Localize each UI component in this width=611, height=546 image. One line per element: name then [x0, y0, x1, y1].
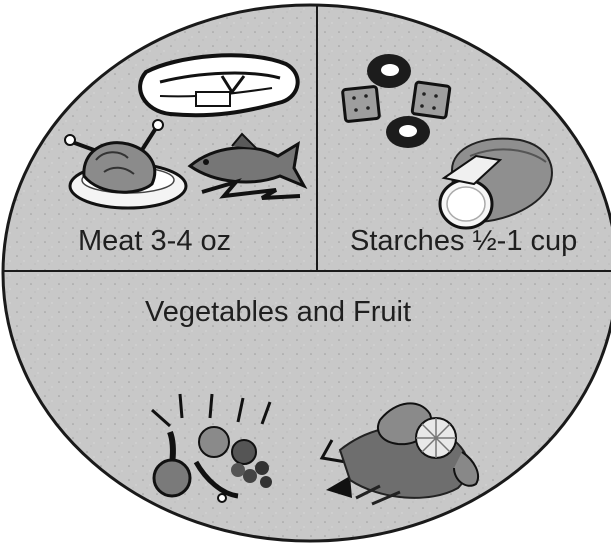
vegetables-label: Vegetables and Fruit	[145, 296, 411, 328]
meat-label: Meat 3-4 oz	[78, 225, 231, 257]
starches-label: Starches ½-1 cup	[350, 225, 577, 257]
plate-circle	[3, 5, 611, 541]
